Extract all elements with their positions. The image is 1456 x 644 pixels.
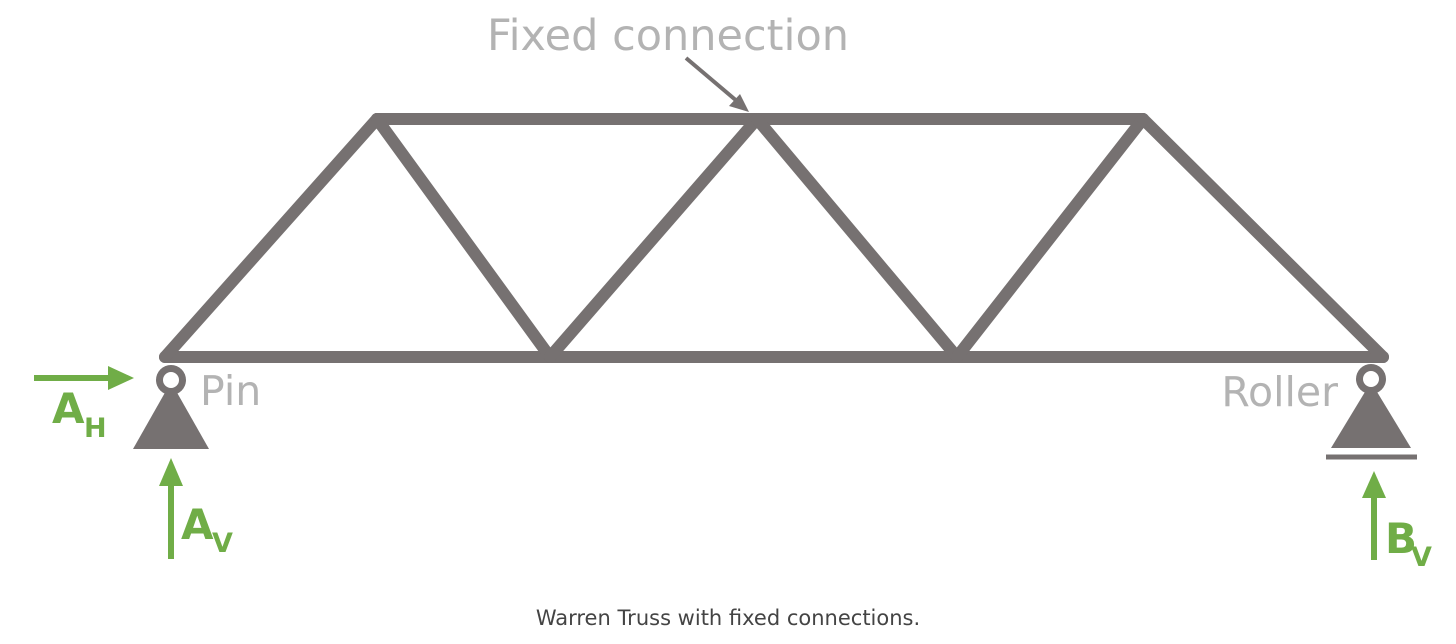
web-diagonal-1	[371, 113, 556, 363]
reaction-av-arrow	[159, 458, 183, 559]
reaction-ah-subscript: H	[84, 413, 107, 444]
pin-label: Pin	[200, 367, 261, 415]
pin-hole	[163, 372, 179, 388]
reaction-av-label: A V	[181, 500, 233, 559]
arrow-up-icon	[1362, 471, 1386, 498]
figure-caption: Warren Truss with fixed connections.	[535, 606, 921, 630]
roller-hole	[1363, 371, 1379, 387]
truss-members	[159, 113, 1389, 363]
fixed-connection-label: Fixed connection	[487, 11, 849, 61]
pin-triangle	[133, 382, 209, 449]
arrow-up-icon	[159, 458, 183, 486]
roller-label: Roller	[1221, 368, 1338, 416]
arrow-right-icon	[108, 366, 134, 390]
reaction-ah-label: A H	[52, 384, 107, 444]
pin-support	[133, 365, 209, 449]
reaction-av-subscript: V	[212, 528, 233, 559]
left-end-diagonal	[159, 113, 383, 363]
reaction-bv-arrow	[1362, 471, 1386, 560]
web-diagonal-2	[544, 113, 763, 363]
arrowhead-icon	[729, 94, 749, 112]
reaction-bv-letter: B	[1385, 514, 1417, 563]
fixed-connection-pointer	[684, 56, 749, 112]
reaction-ah-letter: A	[52, 384, 85, 433]
reaction-ah-arrow	[34, 366, 134, 390]
reaction-bv-label: B V	[1385, 514, 1432, 573]
reaction-bv-subscript: V	[1411, 542, 1432, 573]
reaction-av-letter: A	[181, 500, 214, 549]
warren-truss-diagram: Fixed connection Pin Roller A H A V	[34, 11, 1432, 573]
roller-triangle	[1331, 382, 1411, 448]
web-diagonal-4	[951, 113, 1149, 363]
roller-support	[1326, 364, 1417, 460]
web-diagonal-3	[751, 113, 963, 363]
right-end-diagonal	[1137, 113, 1389, 363]
